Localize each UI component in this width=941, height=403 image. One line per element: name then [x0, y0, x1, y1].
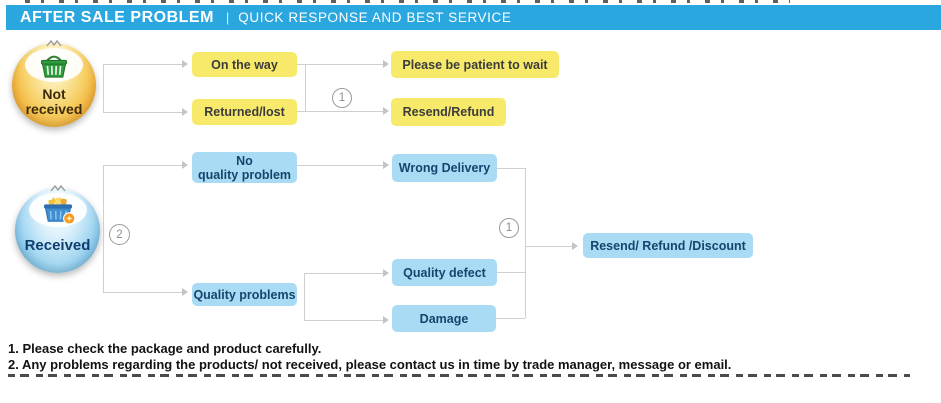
- connector-line: [103, 112, 182, 113]
- badge-gloss: [28, 193, 87, 227]
- connector-line: [103, 292, 182, 293]
- cropped-text-bottom: [8, 374, 910, 377]
- not-received-label-line1: Not: [42, 86, 66, 102]
- node-resend-refund: Resend/Refund: [391, 98, 506, 126]
- connector-line: [103, 64, 182, 65]
- connector-line: [496, 318, 525, 319]
- arrowhead-icon: [182, 60, 188, 68]
- connector-line: [525, 246, 572, 247]
- header-subtitle: QUICK RESPONSE AND BEST SERVICE: [238, 10, 512, 25]
- connector-line: [304, 273, 305, 320]
- node-no-quality-problem-line2: quality problem: [197, 167, 292, 182]
- node-quality-defect: Quality defect: [392, 259, 497, 286]
- node-damage: Damage: [392, 305, 496, 332]
- node-please-wait: Please be patient to wait: [391, 51, 559, 78]
- node-returned-lost: Returned/lost: [192, 99, 297, 125]
- cropped-text-top: [25, 0, 790, 3]
- arrowhead-icon: [182, 108, 188, 116]
- header-separator: |: [225, 10, 230, 25]
- connector-line: [497, 272, 525, 273]
- arrowhead-icon: [182, 288, 188, 296]
- not-received-badge: Not received: [12, 39, 96, 127]
- connector-line: [297, 111, 383, 112]
- connector-line: [525, 168, 526, 318]
- connector-line: [103, 165, 104, 292]
- arrowhead-icon: [182, 161, 188, 169]
- note-line-2: 2. Any problems regarding the products/ …: [8, 357, 732, 372]
- received-label: Received: [24, 237, 91, 254]
- arrowhead-icon: [383, 161, 389, 169]
- blue-basket-icon: [43, 196, 75, 225]
- arrowhead-icon: [383, 60, 389, 68]
- header-bar: AFTER SALE PROBLEM | QUICK RESPONSE AND …: [6, 5, 941, 30]
- ribbon-icon: [46, 39, 62, 47]
- step-circle-1b: 1: [499, 218, 519, 238]
- step-circle-1a: 1: [332, 88, 352, 108]
- connector-line: [297, 165, 383, 166]
- not-received-label: Not received: [12, 87, 96, 117]
- ribbon-icon: [49, 184, 66, 192]
- connector-line: [297, 64, 383, 65]
- received-badge: Received: [15, 184, 100, 273]
- arrowhead-icon: [383, 107, 389, 115]
- connector-line: [103, 64, 104, 112]
- step-circle-2: 2: [109, 224, 130, 245]
- arrowhead-icon: [572, 242, 578, 250]
- node-resend-refund-discount: Resend/ Refund /Discount: [583, 233, 753, 258]
- node-wrong-delivery: Wrong Delivery: [392, 154, 497, 182]
- node-quality-problems: Quality problems: [192, 283, 297, 306]
- arrowhead-icon: [383, 269, 389, 277]
- connector-line: [497, 168, 525, 169]
- connector-line: [304, 320, 383, 321]
- connector-line: [103, 165, 182, 166]
- badge-gloss: [25, 48, 83, 82]
- note-line-1: 1. Please check the package and product …: [8, 341, 322, 356]
- node-no-quality-problem-line1: No: [236, 153, 253, 168]
- connector-line: [305, 64, 306, 111]
- connector-line: [304, 273, 383, 274]
- not-received-label-line2: received: [25, 101, 83, 117]
- arrowhead-icon: [383, 316, 389, 324]
- green-basket-icon: [40, 55, 68, 78]
- header-title: AFTER SALE PROBLEM: [20, 8, 214, 26]
- node-no-quality-problem: No quality problem: [192, 152, 297, 183]
- node-on-the-way: On the way: [192, 52, 297, 77]
